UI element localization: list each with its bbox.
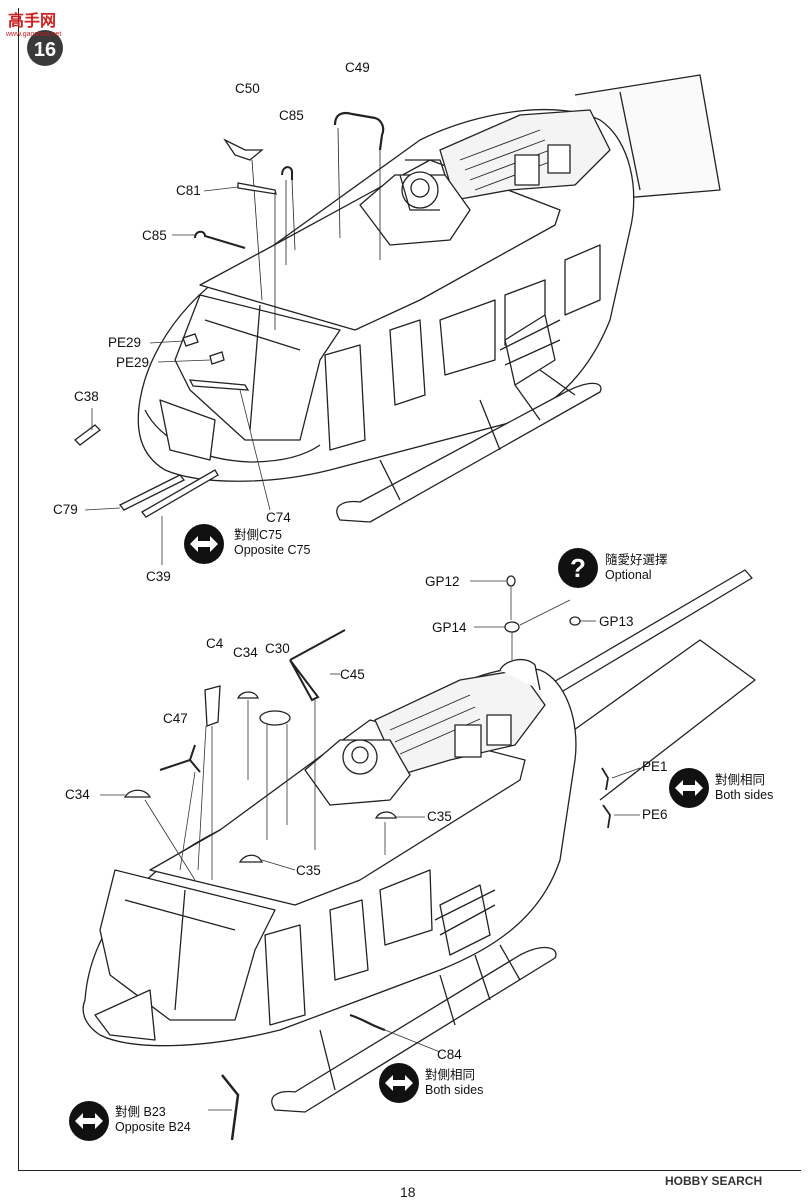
bottom-helicopter-drawing [82,569,756,1113]
note-en: Optional [605,568,652,582]
part-label-pe29: PE29 [108,335,142,350]
note-en: Opposite C75 [234,543,311,557]
step-number: 16 [34,39,56,61]
both-sides-note: 對側相同 Both sides [715,773,773,803]
note-zh: 對側相同 [715,773,766,787]
part-label-pe6: PE6 [642,807,668,822]
note-en: Both sides [715,788,774,802]
note-en: Both sides [425,1083,484,1097]
part-label-c49: C49 [345,60,370,75]
part-label-c74: C74 [266,510,291,525]
page-frame [18,8,801,1171]
part-label-c79: C79 [53,502,78,517]
part-label-c35: C35 [296,863,321,878]
double-arrow-icon [69,1101,109,1141]
page-number: 18 [400,1184,416,1200]
part-label-b23: B23 [143,1105,166,1119]
watermark-logo: 高手网 [8,11,56,30]
bottom-parts [123,575,611,1141]
double-arrow-icon [379,1063,419,1103]
note-zh: 對側相同 [425,1068,476,1082]
part-label-c84: C84 [437,1047,462,1062]
optional-note: 隨愛好選擇 Optional [605,553,668,583]
svg-text:?: ? [570,553,586,583]
opposite-c75-note: 對側C75 Opposite C75 [234,528,310,558]
note-zh: 對側 [115,1105,141,1119]
watermark-url: www.gaoshou.net [5,31,61,38]
part-label-pe29: PE29 [116,355,150,370]
bottom-leader-lines [100,580,641,1111]
part-label-c34: C34 [65,787,90,802]
part-label-c35: C35 [427,809,452,824]
part-label-c85: C85 [279,108,304,123]
note-zh: 對側C75 [234,528,282,542]
part-label-c38: C38 [74,389,99,404]
part-label-c30: C30 [265,641,290,656]
part-label-c45: C45 [340,667,365,682]
top-parts [74,111,385,518]
both-sides-note: 對側相同 Both sides [425,1068,483,1098]
part-label-c47: C47 [163,711,188,726]
note-zh: 隨愛好選擇 [605,553,668,567]
step-badge: 16 [27,30,63,66]
double-arrow-icon [184,524,224,564]
opposite-b24-note: 對側 B23 Opposite B24 [115,1105,191,1135]
part-label-c50: C50 [235,81,260,96]
part-label-c81: C81 [176,183,201,198]
part-label-c34: C34 [233,645,258,660]
question-mark-icon: ? [558,548,598,588]
part-label-c39: C39 [146,569,171,584]
part-label-c4: C4 [206,636,224,651]
part-label-pe1: PE1 [642,759,668,774]
part-label-gp14: GP14 [432,620,467,635]
double-arrow-icon [669,768,709,808]
part-label-c85: C85 [142,228,167,243]
note-en: Opposite B24 [115,1120,191,1134]
top-leader-lines [84,186,271,565]
watermark-hobby-search: HOBBY SEARCH [665,1174,763,1188]
part-label-gp13: GP13 [599,614,634,629]
part-label-gp12: GP12 [425,574,460,589]
top-helicopter-drawing [137,74,721,523]
